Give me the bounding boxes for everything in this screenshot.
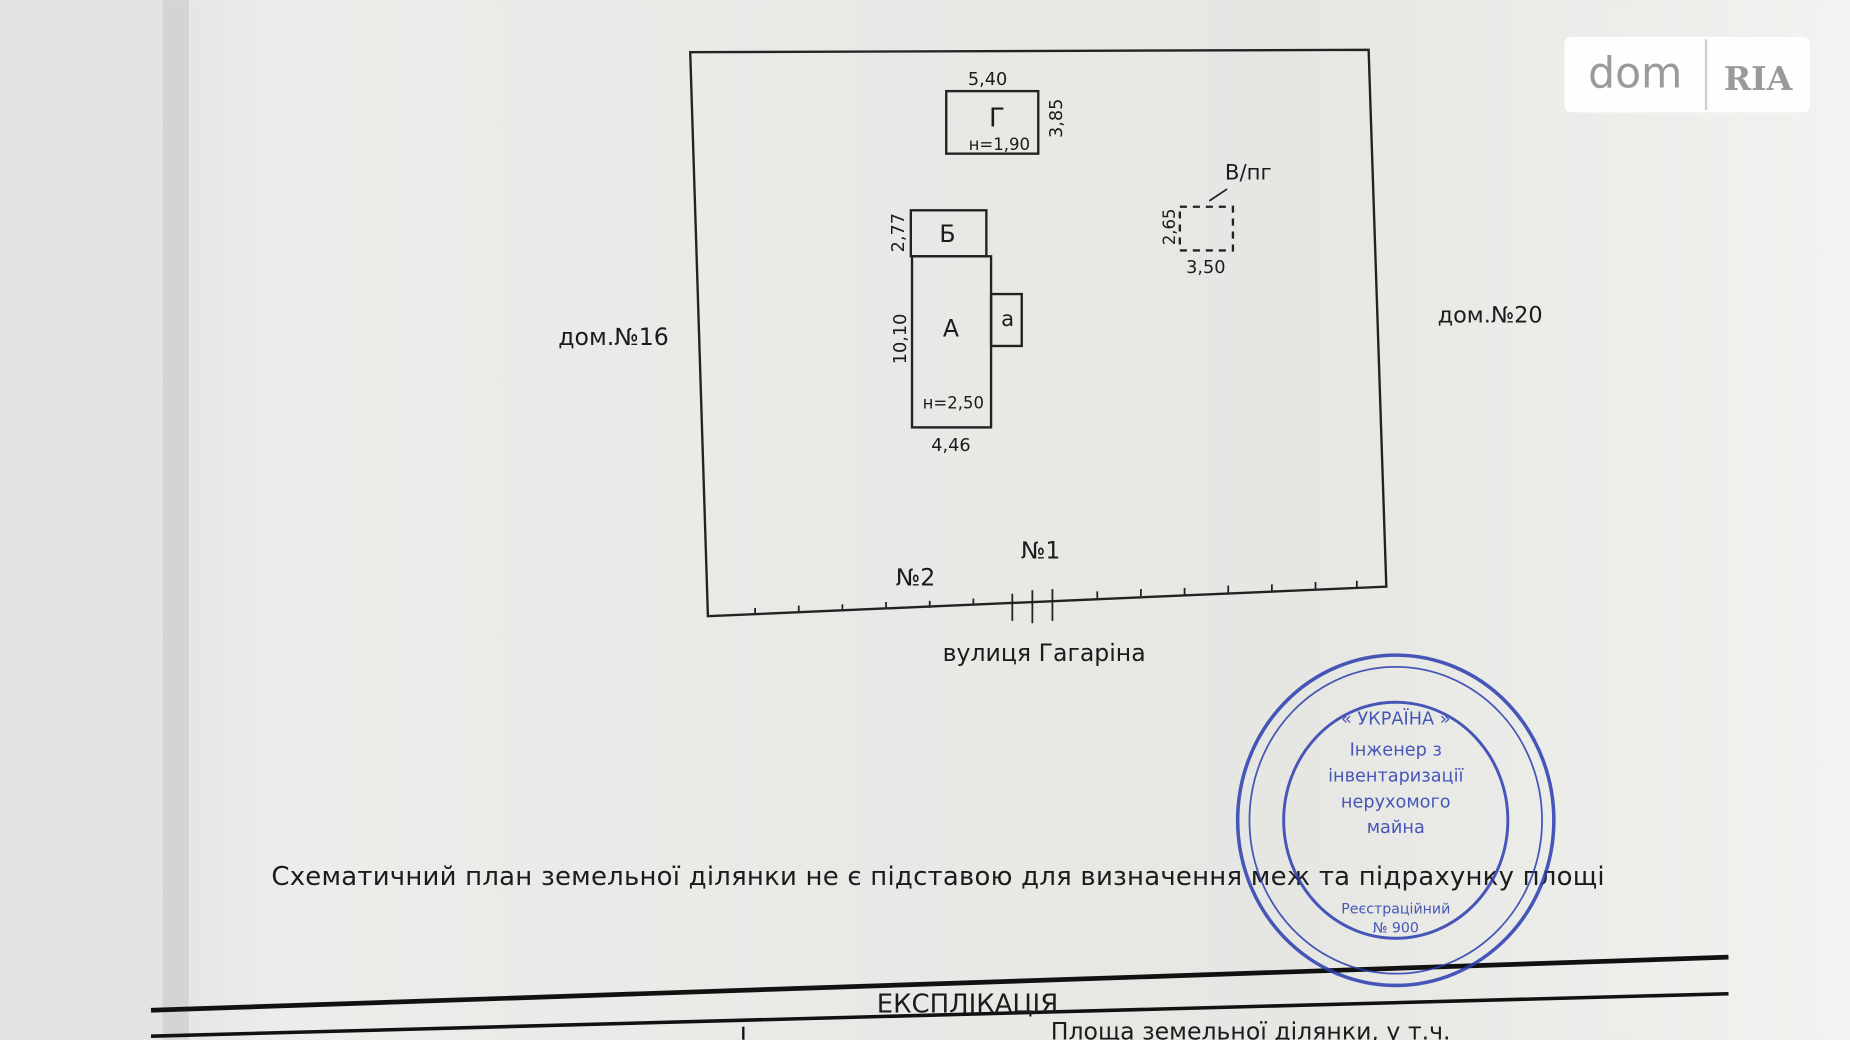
entrance-1-label: №1 (1021, 536, 1061, 564)
building-b-depth: 2,77 (889, 213, 909, 252)
building-v-depth: 2,65 (1160, 208, 1179, 245)
building-v-width: 3,50 (1186, 258, 1225, 278)
svg-text:майна: майна (1367, 818, 1425, 838)
neighbor-left-label: дом.№16 (558, 323, 669, 351)
table-rule (150, 991, 1729, 1038)
building-a-small-label: а (1001, 307, 1014, 332)
building-g (945, 89, 1040, 155)
page-fold (162, 0, 189, 1040)
svg-text:Інженер з: Інженер з (1350, 740, 1442, 760)
building-a-label: А (943, 315, 959, 343)
building-a-small (989, 292, 1023, 348)
official-stamp: « УКРАЇНА » Інженер з інвентаризації нер… (1235, 653, 1556, 988)
svg-text:№ 900: № 900 (1373, 920, 1419, 936)
plot-boundary (688, 48, 1388, 618)
entrance-2-label: №2 (896, 563, 936, 591)
svg-text:інвентаризації: інвентаризації (1328, 766, 1464, 786)
fence-ticks (754, 580, 1358, 624)
domria-watermark: dom RIA (1564, 36, 1810, 113)
svg-text:Реєстраційний: Реєстраційний (1341, 901, 1450, 917)
watermark-dom: dom (1588, 50, 1682, 99)
building-g-width: 5,40 (968, 70, 1007, 90)
building-v-leader (1208, 188, 1228, 202)
svg-text:нерухомого: нерухомого (1341, 792, 1451, 812)
watermark-ria: RIA (1724, 59, 1793, 98)
building-b-label: Б (939, 220, 955, 248)
neighbor-right-label: дом.№20 (1438, 302, 1543, 328)
building-g-depth: 3,85 (1047, 99, 1067, 138)
street-label: вулиця Гагаріна (943, 639, 1146, 667)
building-v-label: В/пг (1225, 161, 1272, 186)
building-g-height: н=1,90 (969, 135, 1030, 154)
building-a-height: н=2,50 (923, 394, 984, 413)
building-a-width: 4,46 (931, 436, 970, 456)
building-g-label: Г (989, 104, 1005, 134)
building-v (1178, 205, 1235, 252)
table-top-rule (150, 954, 1729, 1013)
table-header: Площа земельної ділянки, у т.ч. (1051, 1018, 1451, 1040)
svg-text:« УКРАЇНА »: « УКРАЇНА » (1341, 709, 1451, 730)
table-title: ЕКСПЛІКАЦІЯ (877, 990, 1059, 1020)
previous-page-edge (0, 0, 166, 1040)
building-a-depth: 10,10 (891, 314, 911, 365)
disclaimer-note: Схематичний план земельної ділянки не є … (271, 862, 1604, 892)
